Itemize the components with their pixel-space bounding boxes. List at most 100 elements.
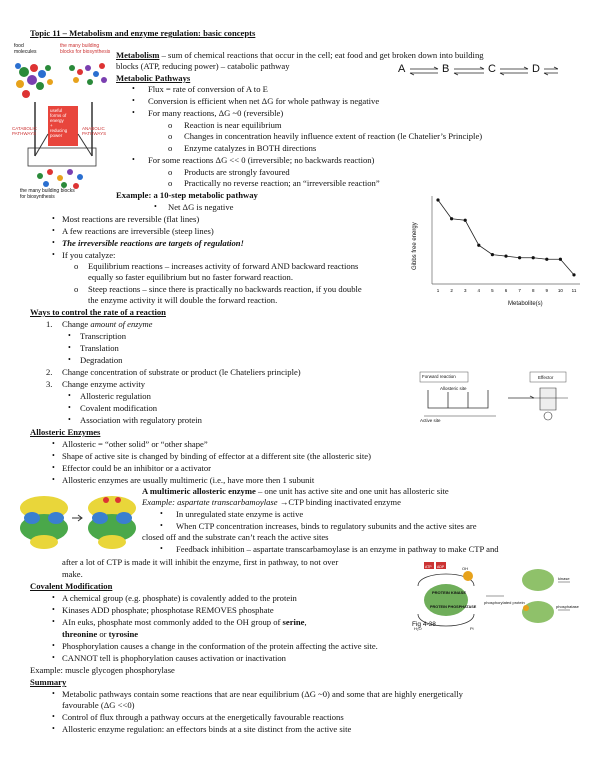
example-item-2: The irreversible reactions are targets o… xyxy=(62,238,244,248)
mp-many-sub-2: Enzyme catalyzes in BOTH directions xyxy=(184,143,317,153)
data-point xyxy=(545,257,549,261)
covalent-example: Example: muscle glycogen phosphorylase xyxy=(30,665,175,675)
covalent-item-3: CANNOT tell is phophorylation causes act… xyxy=(62,653,286,663)
metabolic-pathways-heading: Metabolic Pathways xyxy=(116,73,191,83)
example-item-3: If you catalyze: xyxy=(62,250,116,260)
data-point xyxy=(436,198,440,202)
chart-y-label: Gibbs free energy xyxy=(412,222,418,270)
inactive-enzyme-icon xyxy=(88,496,136,549)
ways-item-3: Change enzyme activity xyxy=(62,379,146,389)
ways-1-sub-1: Translation xyxy=(80,343,119,353)
mp-item-efficient: Conversion is efficient when net ΔG for … xyxy=(148,96,380,106)
mp-item-flux: Flux = rate of conversion of A to E xyxy=(148,84,268,94)
summary-item-0-line2: favourable (ΔG <<0) xyxy=(62,700,135,710)
sub-bullet: o xyxy=(168,167,173,177)
phosphatase-icon xyxy=(522,601,554,623)
x-tick-label: 4 xyxy=(478,288,481,293)
sub-bullet: o xyxy=(74,261,79,271)
list-number: 3. xyxy=(46,379,53,389)
bullet: • xyxy=(68,355,71,364)
allosteric-site-label: Allosteric site xyxy=(440,386,467,391)
sub-bullet: o xyxy=(168,120,173,130)
data-point xyxy=(477,243,481,247)
bullet: • xyxy=(52,226,55,235)
ways-1-sub-0: Transcription xyxy=(80,331,126,341)
bullet: • xyxy=(132,108,135,117)
bullet: • xyxy=(52,463,55,472)
catalyze-1-line2: the enzyme activity it will double the f… xyxy=(88,295,278,305)
allosteric-heading: Allosteric Enzymes xyxy=(30,427,101,437)
pathway-abcd-diagram: A B C D xyxy=(398,63,558,78)
ways-3-sub-2: Association with regulatory protein xyxy=(80,415,202,425)
bullet: • xyxy=(132,84,135,93)
summary-item-1: Control of flux through a pathway occurs… xyxy=(62,712,344,722)
mp-many-sub-0: Reaction is near equilibrium xyxy=(184,120,282,130)
data-point xyxy=(572,273,576,277)
effector-label: Effector xyxy=(538,375,554,380)
metabolism-definition-line2: blocks (ATP, reducing power) – catabolic… xyxy=(116,61,290,71)
bullet: • xyxy=(132,96,135,105)
x-tick-label: 9 xyxy=(546,288,549,293)
x-tick-label: 7 xyxy=(518,288,521,293)
covalent-item-0: A chemical group (e.g. phosphate) is cov… xyxy=(62,593,297,603)
ways-item-1: Change amount of enzyme xyxy=(62,319,153,329)
atcase-bullet-1-cont: closed off and the substrate can’t reach… xyxy=(142,532,329,542)
feedback-cont-2: make. xyxy=(62,569,83,579)
example-heading: Example: a 10-step metabolic pathway xyxy=(116,190,258,200)
chart-x-label: Metabolite(s) xyxy=(508,301,543,307)
ways-3-sub-0: Allosteric regulation xyxy=(80,391,151,401)
covalent-euks-line2: threonine or tyrosine xyxy=(62,629,139,639)
bullet: • xyxy=(154,202,157,211)
x-tick-label: 11 xyxy=(572,288,577,293)
sub-bullet: o xyxy=(168,143,173,153)
page-title: Topic 11 – Metabolism and enzyme regulat… xyxy=(30,28,256,38)
bullet: • xyxy=(52,724,55,733)
food-molecules-icon xyxy=(15,63,53,98)
data-point xyxy=(504,254,508,258)
building-blocks-top-icon xyxy=(69,63,107,85)
building-blocks-bottom-label: the many building blocks for biosynthesi… xyxy=(20,188,75,200)
sub-bullet: o xyxy=(168,131,173,141)
covalent-euks-line1: AIn euks, phosphate most commonly added … xyxy=(62,617,307,627)
x-tick-label: 6 xyxy=(505,288,508,293)
sub-bullet: o xyxy=(168,178,173,188)
bullet: • xyxy=(52,712,55,721)
ways-heading: Ways to control the rate of a reaction xyxy=(30,307,166,317)
atcase-bullet-1: When CTP concentration increases, binds … xyxy=(176,521,477,531)
kinase-icon xyxy=(522,569,554,591)
summary-heading: Summary xyxy=(30,677,67,687)
metabolism-overview-figure: food molecules the many building blocks … xyxy=(10,43,114,202)
active-site-label: Active site xyxy=(420,418,441,423)
bullet: • xyxy=(52,250,55,259)
figure-caption: Fig 4-38 xyxy=(412,621,436,628)
example-net: Net ΔG is negative xyxy=(168,202,234,212)
allosteric-item-1: Shape of active site is changed by bindi… xyxy=(62,451,371,461)
bullet: • xyxy=(52,689,55,698)
arrow-icon: → xyxy=(279,497,289,507)
atcase-bullet-0: In unregulated state enzyme is active xyxy=(176,509,304,519)
anabolic-label: ANABOLIC PATHWAYS xyxy=(82,126,107,136)
multimeric-line: A multimeric allosteric enzyme – one uni… xyxy=(142,486,449,496)
data-point xyxy=(558,257,562,261)
catabolic-label: CATABOLIC PATHWAYS xyxy=(12,126,37,136)
protein-kinase-label: PROTEIN KINASE xyxy=(432,590,467,595)
mp-item-many: For many reactions, ΔG ~0 (reversible) xyxy=(148,108,284,118)
protein-phosphatase-label: PROTEIN PHOSPHATASE xyxy=(430,605,477,609)
catalyze-0-line1: Equilibrium reactions – increases activi… xyxy=(88,261,359,271)
bullet: • xyxy=(68,391,71,400)
bullet: • xyxy=(52,653,55,662)
bullet: • xyxy=(68,331,71,340)
food-molecules-label: food molecules xyxy=(14,43,37,55)
ways-item-2: Change concentration of substrate or pro… xyxy=(62,367,301,377)
mp-many-sub-1: Changes in concentration heavily influen… xyxy=(184,131,483,141)
useful-energy-label: useful forms of energy + reducing power xyxy=(50,108,68,138)
building-blocks-top-label: the many building blocks for biosynthesi… xyxy=(60,43,111,55)
active-enzyme-icon xyxy=(20,496,68,549)
bullet: • xyxy=(68,403,71,412)
data-point xyxy=(518,256,522,260)
example-item-1: A few reactions are irreversible (steep … xyxy=(62,226,214,236)
bullet: • xyxy=(160,521,163,530)
bullet: • xyxy=(52,475,55,484)
example-item-0: Most reactions are reversible (flat line… xyxy=(62,214,200,224)
